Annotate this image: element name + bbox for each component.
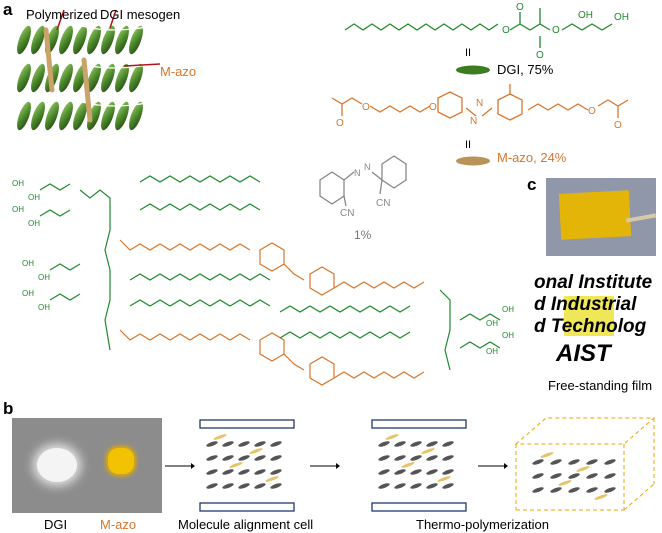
mesogen-capsule <box>129 101 143 131</box>
svg-text:O: O <box>429 102 437 113</box>
arrow-2-icon <box>310 463 340 469</box>
mesogen-capsule <box>31 63 45 93</box>
dgi-percent-label: DGI, 75% <box>497 62 554 77</box>
svg-text:OH: OH <box>38 303 50 312</box>
mesogen-capsule <box>87 25 101 55</box>
polymerized-label: Polymerized <box>26 7 98 22</box>
dgi-caption: DGI <box>44 517 68 532</box>
svg-text:CN: CN <box>340 208 354 219</box>
svg-text:O: O <box>516 2 524 13</box>
svg-text:O: O <box>536 50 544 61</box>
mesogen-capsule <box>101 25 115 55</box>
mesogen-capsule <box>101 63 115 93</box>
svg-text:OH: OH <box>502 305 514 314</box>
parallel-symbol-mazo: II <box>465 139 472 151</box>
polymerized-film-illustration <box>514 417 656 511</box>
dgi-mesogen-label: DGI mesogen <box>100 7 181 22</box>
svg-text:O: O <box>588 106 596 117</box>
mesogen-capsule <box>115 101 129 131</box>
svg-text:OH: OH <box>38 273 50 282</box>
initiator-structure: N N CN CN <box>319 155 407 219</box>
cell-caption: Molecule alignment cell <box>178 517 314 532</box>
pointer-arrow-icon <box>123 63 161 67</box>
mesogen-capsule <box>129 63 143 93</box>
mesogen-capsule <box>115 25 129 55</box>
polymer-backbone-line <box>13 21 153 31</box>
panel-letter-c: c <box>527 175 537 194</box>
svg-text:OH: OH <box>578 10 593 21</box>
arrow-1-icon <box>165 463 195 469</box>
dgi-structure: O O O O OH OH <box>344 2 629 61</box>
mazo-structure: O O N N O O O <box>331 84 629 131</box>
alignment-cell-illustration <box>199 419 295 512</box>
svg-text:O: O <box>502 25 510 36</box>
svg-text:O: O <box>552 25 560 36</box>
mazo-percent-label: M-azo, 24% <box>497 150 567 165</box>
parallel-symbol-dgi: II <box>465 47 472 59</box>
svg-text:N: N <box>476 98 483 109</box>
mazo-arrow-label: M-azo <box>160 64 197 79</box>
mesogen-capsule <box>17 101 31 131</box>
mesogen-capsule <box>73 25 87 55</box>
svg-text:N: N <box>364 162 371 172</box>
mazo-rod <box>81 57 93 123</box>
svg-text:OH: OH <box>28 193 40 202</box>
mesogen-lattice-illustration <box>13 9 161 131</box>
svg-text:OH: OH <box>614 12 629 23</box>
panel-letter-a: a <box>3 0 13 19</box>
mazo-capsule-icon <box>456 156 490 166</box>
svg-text:OH: OH <box>22 289 34 298</box>
panel-letter-b: b <box>3 399 14 418</box>
mesogen-capsule <box>101 101 115 131</box>
film-caption: Free-standing film <box>548 378 653 393</box>
svg-text:OH: OH <box>22 259 34 268</box>
svg-text:OH: OH <box>12 179 24 188</box>
mesogen-capsule <box>115 63 129 93</box>
mesogen-capsule <box>73 101 87 131</box>
mesogen-capsule <box>17 25 31 55</box>
pointer-arrow-icon <box>109 9 117 29</box>
svg-text:OH: OH <box>486 319 498 328</box>
mesogen-capsule <box>31 101 45 131</box>
pointer-arrow-icon <box>56 9 65 31</box>
aist-text-photo: onal Institute d Industrial d Technolog … <box>534 270 658 370</box>
thermo-caption: Thermo-polymerization <box>416 517 549 532</box>
svg-text:O: O <box>614 120 622 131</box>
mesogen-capsule <box>45 101 59 131</box>
mesogen-capsule <box>31 25 45 55</box>
svg-text:O: O <box>336 118 344 129</box>
polymer-network-structure: OH OH OH OH OH OH OH OH OH OH OH OH <box>12 175 514 386</box>
svg-text:N: N <box>354 168 361 178</box>
powder-photo <box>12 418 162 513</box>
svg-text:O: O <box>362 102 370 113</box>
mesogen-capsule <box>87 101 101 131</box>
mesogen-capsule <box>129 25 143 55</box>
mesogen-capsule <box>87 63 101 93</box>
svg-text:OH: OH <box>502 331 514 340</box>
svg-text:CN: CN <box>376 198 390 209</box>
svg-text:OH: OH <box>12 205 24 214</box>
svg-text:OH: OH <box>28 219 40 228</box>
initiator-percent: 1% <box>354 228 372 242</box>
polymer-backbone-line <box>13 97 153 107</box>
mazo-caption: M-azo <box>100 517 137 532</box>
thermo-cell-illustration <box>371 419 467 512</box>
mesogen-capsule <box>59 63 73 93</box>
mesogen-capsule <box>59 25 73 55</box>
mesogen-capsule <box>59 101 73 131</box>
arrow-3-icon <box>478 463 508 469</box>
svg-text:N: N <box>470 116 477 127</box>
film-photo <box>546 178 657 256</box>
mazo-rod <box>43 27 55 93</box>
mesogen-capsule <box>17 63 31 93</box>
svg-text:OH: OH <box>486 347 498 356</box>
dgi-capsule-icon <box>456 65 490 75</box>
